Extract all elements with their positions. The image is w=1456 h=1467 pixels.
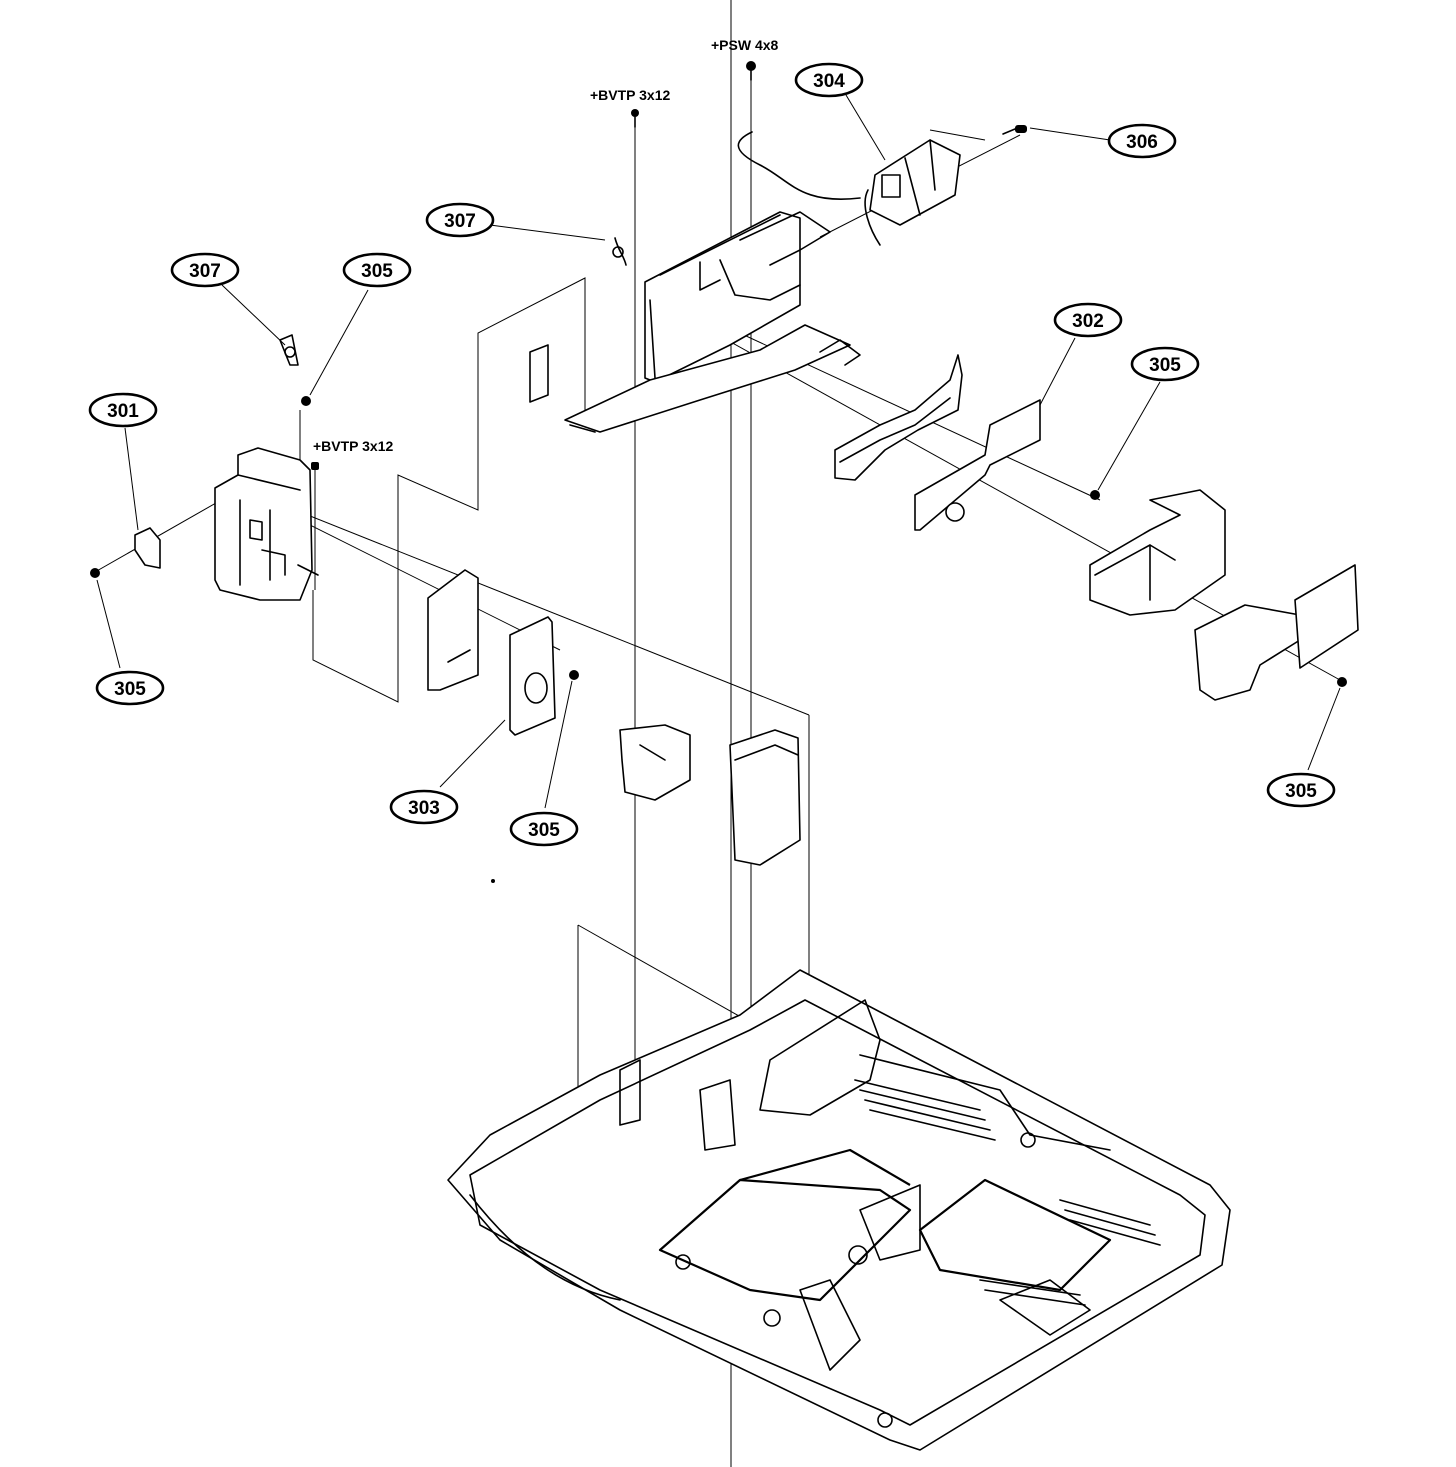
screw-305-left [90, 568, 100, 578]
svg-text:305: 305 [114, 679, 146, 700]
callout-303: 303 [389, 789, 459, 825]
clip-307-left [279, 334, 299, 366]
screw-305-right-upper [1090, 490, 1100, 500]
svg-text:305: 305 [1285, 781, 1317, 802]
svg-text:305: 305 [361, 261, 393, 282]
right-lower-bracket [1194, 564, 1359, 701]
left-chassis-bracket [214, 447, 319, 601]
small-card [529, 344, 549, 403]
svg-text:301: 301 [107, 401, 139, 422]
svg-text:304: 304 [813, 71, 845, 92]
callout-306: 306 [1107, 123, 1177, 159]
svg-text:307: 307 [189, 261, 221, 282]
svg-text:305: 305 [1149, 355, 1181, 376]
mid-board-a [427, 569, 479, 691]
svg-text:302: 302 [1072, 311, 1104, 332]
screw-psw-4x8 [746, 61, 756, 81]
screw-bvtp-top [631, 109, 639, 128]
svg-text:307: 307 [444, 211, 476, 232]
screw-labels: +PSW 4x8 +BVTP 3x12 +BVTP 3x12 [313, 37, 779, 454]
callout-305-left: 305 [95, 670, 165, 706]
shield-bracket-302 [819, 339, 963, 481]
center-box [729, 729, 801, 866]
callout-305-right-upper: 305 [1130, 346, 1200, 382]
svg-text:306: 306 [1126, 132, 1158, 153]
screw-305-mid [569, 670, 579, 680]
callout-302: 302 [1053, 302, 1123, 338]
right-shield-box [1089, 489, 1226, 616]
upper-bracket-frame [564, 211, 851, 433]
screw-bvtp-left [311, 462, 319, 470]
callout-307-left: 307 [170, 252, 240, 288]
leader-lines [96, 94, 1341, 809]
small-bracket-301 [134, 527, 161, 569]
screw-label-bvtp-left: +BVTP 3x12 [313, 438, 394, 454]
center-bracket-left [619, 724, 691, 801]
motor-assembly-304 [737, 131, 961, 246]
callout-307-upper: 307 [425, 202, 495, 238]
svg-text:303: 303 [408, 798, 440, 819]
callout-305-right-lower: 305 [1266, 772, 1336, 808]
screw-306 [1002, 125, 1027, 135]
circuit-board-302 [914, 399, 1041, 531]
board-303 [509, 616, 556, 736]
bottom-chassis [447, 969, 1231, 1451]
vent-slots [854, 1079, 1161, 1306]
callout-305-mid: 305 [509, 811, 579, 847]
callout-301: 301 [88, 392, 158, 428]
stray-dot [491, 879, 495, 883]
svg-text:305: 305 [528, 820, 560, 841]
screw-label-psw-4x8: +PSW 4x8 [711, 37, 779, 53]
callout-304: 304 [794, 62, 864, 98]
screw-label-bvtp-top: +BVTP 3x12 [590, 87, 671, 103]
screw-305-right-lower [1337, 677, 1347, 687]
screw-305-top-left [301, 396, 311, 406]
callout-305-top-left: 305 [342, 252, 412, 288]
